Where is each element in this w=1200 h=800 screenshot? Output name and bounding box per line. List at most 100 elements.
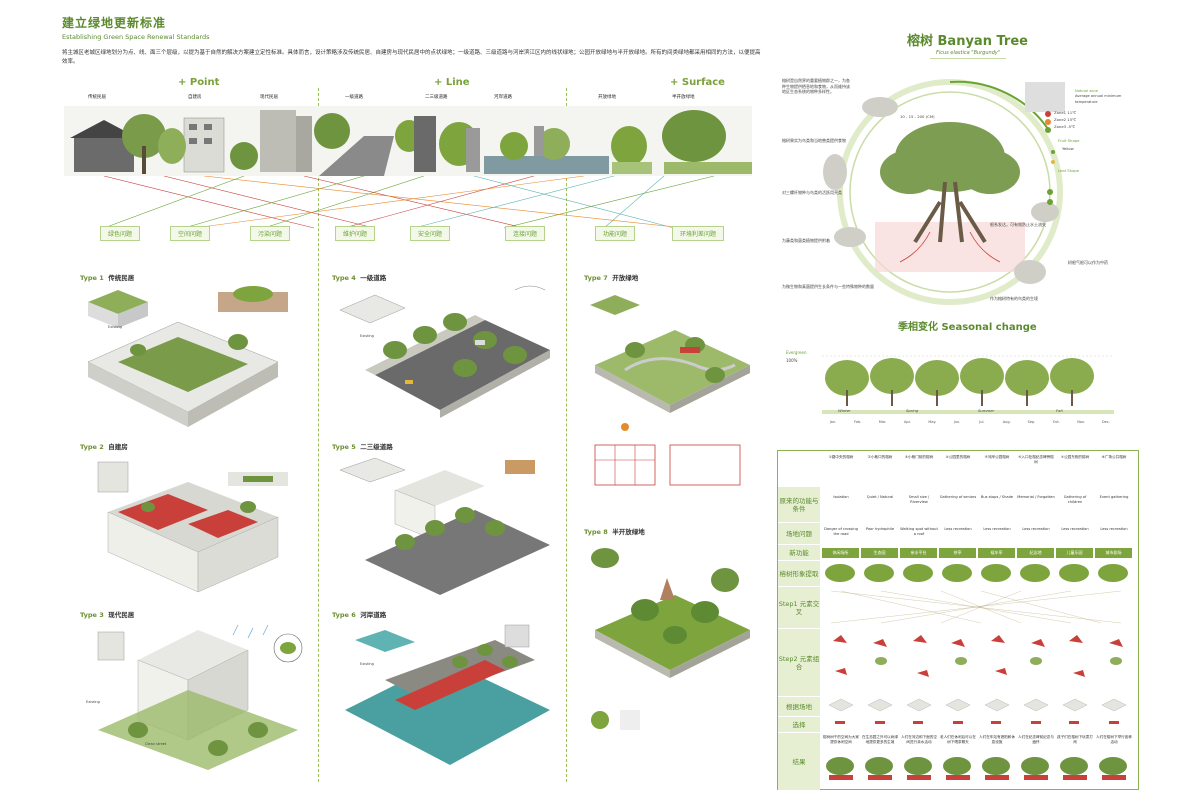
new-function-cell: 城市剧场 (1095, 548, 1132, 558)
type-3-illustration (97, 624, 303, 770)
season-winter: Winter (838, 408, 851, 413)
zone-3: Zone3 -5℃ (1054, 124, 1076, 129)
function-cell: Event gathering (1099, 495, 1129, 499)
intro-text: 将主城区老城区绿地划分为点、线、面三个层级，以提为基于自然的解决方案建立定性标准… (62, 50, 761, 65)
row-head: 选择 (778, 717, 820, 733)
type-1-illustration (87, 286, 288, 427)
tree-height-range: 10 - 15 - 200 (CM) (900, 114, 935, 119)
function-cell: Gathering of children (1063, 495, 1087, 504)
matrix-col-head: ⑤河岸公园榕树 (984, 455, 1010, 459)
function-cell: Isolation (833, 495, 849, 499)
function-cell: Small size / Riverview (908, 495, 930, 504)
banyan-title: 榕树 Banyan Tree (907, 34, 1028, 49)
divider (566, 88, 567, 782)
type-7-illustration (590, 295, 750, 486)
photo-label: 河岸道路 (494, 95, 512, 100)
function-cell: Quiet / Natural (866, 495, 894, 499)
page-subtitle: Establishing Green Space Renewal Standar… (62, 33, 210, 41)
matrix-col-head: ⑧广场公共榕树 (1101, 455, 1127, 459)
issue-cell: Less recreation (1022, 527, 1050, 531)
matrix-col-head: ③小巷门前的榕树 (904, 455, 934, 459)
issue-cell: Less recreation (944, 527, 972, 531)
matrix-visuals (825, 564, 1128, 780)
design-matrix: 原来的功能与条件 场地问题 新功能 榕树形象提取 Step1 元素交叉 Step… (777, 450, 1139, 791)
seasonal-chart (822, 355, 1114, 414)
new-function-cell: 休闲场所 (822, 548, 859, 558)
banyan-note: 为藤类和菌类植物提供附着 (782, 238, 830, 243)
type-6-label: Type 6 河岸道路 (332, 611, 387, 619)
issue-network (103, 176, 715, 229)
month-label: Feb. (854, 420, 862, 424)
type-3-label: Type 3 现代民居 (80, 611, 135, 619)
result-cell: 人们在车站有遮阳和休息设施 (979, 735, 1015, 744)
new-function-cell: 候车亭 (978, 548, 1015, 558)
clean-street-tag: Clean street (145, 742, 167, 746)
banyan-note: 榕树是自然界的重要植物群之一，为各种生物提供栖息地和食物，从而维持该地区生态系统… (782, 78, 850, 94)
result-cell: 孩子们在榕树下玩耍打闹 (1057, 735, 1093, 744)
photo-label: 自建房 (188, 95, 202, 100)
month-label: Aug. (1002, 420, 1011, 424)
existing-tag: Existing (86, 700, 100, 704)
new-function-cell: 纪念地 (1017, 548, 1054, 558)
matrix-col-head: ①路中央的榕树 (828, 455, 854, 459)
zone-legend-title: Natural zone (1075, 89, 1098, 93)
issue-cell: Less recreation (1100, 527, 1128, 531)
photo-label: 一级道路 (345, 95, 363, 100)
row-head: Step2 元素组合 (778, 629, 820, 697)
leaf-shape-label: Leaf Shape (1058, 168, 1080, 173)
type-6-illustration (345, 624, 550, 765)
type-2-label: Type 2 自建房 (80, 443, 128, 451)
new-function-cell: 儿童乐园 (1056, 548, 1093, 558)
issue-cell: Poor hydrophile (865, 527, 895, 531)
type-4-label: Type 4 一级道路 (332, 274, 387, 282)
month-label: Sep. (1027, 420, 1036, 424)
column-point: + Point (178, 77, 220, 88)
row-head: 场地问题 (778, 523, 820, 545)
issue-tag: 空间问题 (170, 226, 211, 241)
function-cell: Bus stops / Shade (980, 495, 1014, 499)
zone-2: Zone2 15℃ (1054, 117, 1077, 122)
result-cell: 人们在河边和下面的空间进行亲水活动 (901, 735, 937, 744)
function-cell: Gathering of seniors (939, 495, 977, 499)
existing-tag: Existing (360, 334, 374, 338)
type-1-label: Type 1 传统民居 (80, 274, 135, 282)
function-cell: Memorial / Forgotten (1017, 495, 1055, 499)
new-function-cell: 茶亭 (939, 548, 976, 558)
banyan-note: 榕树果实为鸟类和当地兽类提供食物 (782, 138, 846, 143)
row-head: 结果 (778, 733, 820, 791)
result-cell: 人们在榕树下举行各种活动 (1096, 735, 1132, 744)
banyan-note: 对三螺杆物种与鸟类的活跃用壳类 (782, 190, 842, 195)
fruit-shape-label: Fruit Shape (1058, 138, 1080, 143)
column-line: + Line (434, 77, 470, 88)
photo-label: 半开放绿地 (672, 95, 695, 100)
month-label: Jul. (979, 420, 985, 424)
banyan-diagram (823, 79, 1065, 305)
banyan-note: 为微生物和真菌提供生长条件与一些特殊物种的数量 (782, 284, 874, 289)
matrix-col-head: ⑦公园东侧的榕树 (1060, 455, 1090, 459)
season-title: 季相变化 Seasonal change (898, 322, 1037, 333)
issue-cell: Less recreation (1061, 527, 1089, 531)
zone-1: Zone1 11℃ (1054, 110, 1077, 115)
evergreen-label: Evergreen (786, 350, 807, 355)
result-cell: 老人们在休闲后可以在树下喝茶聊天 (940, 735, 976, 744)
existing-tag: Existing (360, 662, 374, 666)
matrix-col-head: ⑥入口处榕纪念碑旁榕树 (1018, 455, 1054, 464)
divider (318, 88, 319, 782)
issue-cell: Walking spot without a roof (900, 527, 938, 536)
row-head: 榕树形象提取 (778, 561, 820, 587)
column-surface: + Surface (670, 77, 725, 88)
matrix-col-head: ②小巷口的榕树 (867, 455, 893, 459)
type-5-label: Type 5 二三级道路 (332, 443, 393, 451)
type-4-illustration (339, 285, 550, 418)
issue-tag: 污染问题 (250, 226, 291, 241)
month-label: Jan. (829, 420, 837, 424)
result-cell: 在生态园之外可以树绿地提供更多的生境 (862, 735, 898, 744)
issue-tag: 安全问题 (410, 226, 451, 241)
existing-tag: Existing (108, 325, 122, 329)
month-label: Oct. (1052, 420, 1060, 424)
banyan-note: 树根气根可以作为中药 (1068, 260, 1108, 265)
issue-cell: Danger of crossing the road (824, 527, 858, 536)
photo-label: 现代民居 (260, 95, 278, 100)
row-head: 新功能 (778, 545, 820, 561)
